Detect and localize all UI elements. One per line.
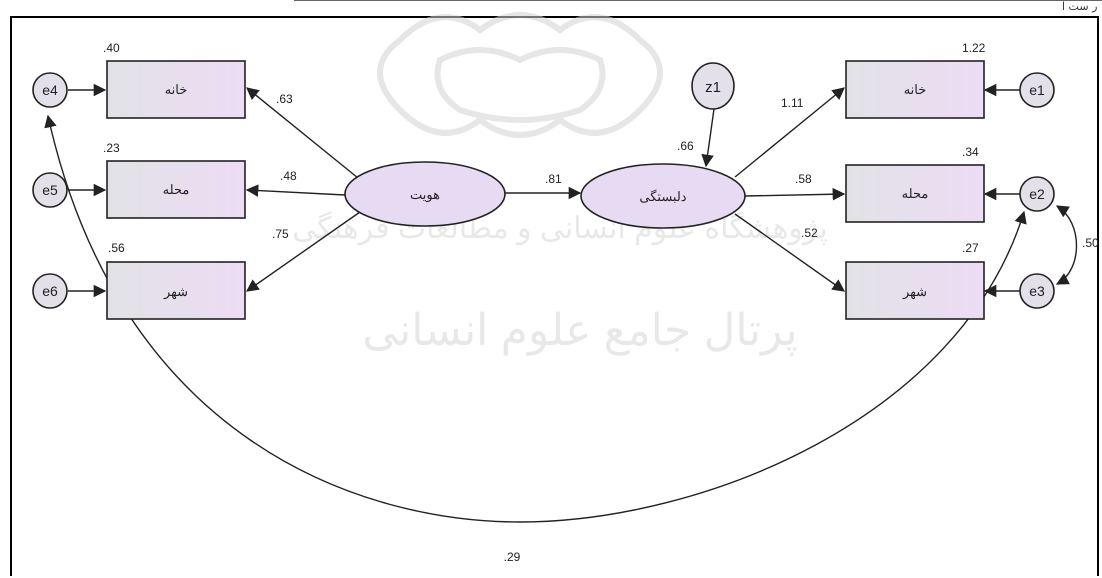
covariance-e2-e3-label: .50: [1082, 236, 1099, 250]
error-e6: e6: [32, 273, 68, 309]
disturbance-z1-label: z1: [705, 79, 721, 96]
path-z1-to-attachment: [701, 108, 715, 168]
r2-left-mahalle: .23: [103, 141, 120, 155]
error-e5-label: e5: [42, 182, 58, 198]
error-e4-label: e4: [42, 82, 58, 98]
r2-right-shahr: .27: [962, 241, 979, 255]
path-attachment-to-khane: [734, 87, 845, 178]
latent-identity-label: هویت: [410, 187, 440, 203]
indicator-left-mahalle: محله: [106, 160, 246, 219]
latent-attachment: دلبستگی: [580, 163, 746, 229]
error-e5: e5: [32, 172, 68, 208]
loading-left-shahr: .75: [272, 227, 289, 241]
watermark-emblem: [377, 12, 663, 138]
loading-right-mahalle: .58: [795, 172, 812, 186]
loading-right-shahr: .52: [801, 226, 818, 240]
error-e4: e4: [32, 72, 68, 108]
latent-identity: هویت: [344, 161, 506, 227]
loading-right-khane: 1.11: [781, 96, 804, 110]
indicator-right-khane: خانه: [845, 60, 985, 119]
path-attachment-to-mahalle: [744, 187, 846, 201]
indicator-right-mahalle-label: محله: [902, 186, 929, 201]
error-e6-label: e6: [42, 283, 58, 299]
indicator-left-khane-label: خانه: [165, 82, 188, 97]
path-identity-to-shahr: [245, 211, 361, 292]
error-e1-label: e1: [1029, 82, 1045, 98]
error-e3-label: e3: [1029, 283, 1045, 299]
latent-attachment-label: دلبستگی: [639, 189, 686, 204]
indicator-right-mahalle: محله: [845, 164, 985, 223]
r2-right-mahalle: .34: [962, 145, 979, 159]
r2-attachment: .66: [677, 139, 694, 153]
error-e1: e1: [1019, 72, 1055, 108]
r2-left-shahr: .56: [108, 241, 125, 255]
r2-right-khane: 1.22: [962, 41, 986, 55]
diagram-frame: [10, 16, 1099, 576]
loading-left-mahalle: .48: [280, 169, 297, 183]
indicator-right-shahr-label: شهر: [902, 284, 927, 300]
path-identity-to-khane: [246, 87, 359, 179]
path-identity-to-mahalle: [245, 184, 346, 197]
indicator-left-khane: خانه: [106, 60, 246, 119]
covariance-e4-e2: [44, 114, 1027, 523]
indicator-left-shahr-label: شهر: [163, 284, 188, 300]
error-e2-label: e2: [1029, 186, 1045, 202]
watermark-line2: پرتال جامع علوم انسانی: [362, 306, 797, 356]
corner-text: ر ست ا: [1062, 0, 1098, 13]
covariance-e4-e2-label: .29: [504, 550, 521, 564]
error-e2: e2: [1019, 176, 1055, 212]
disturbance-z1: z1: [691, 62, 735, 110]
r2-left-khane: .40: [103, 41, 120, 55]
loading-left-khane: .63: [276, 92, 293, 106]
indicator-left-mahalle-label: محله: [163, 182, 190, 197]
indicator-right-khane-label: خانه: [904, 82, 927, 97]
path-attachment-to-shahr: [734, 213, 846, 292]
indicator-right-shahr: شهر: [845, 261, 985, 320]
error-e3: e3: [1019, 273, 1055, 309]
header-rule: [294, 0, 1102, 15]
indicator-left-shahr: شهر: [106, 261, 246, 320]
structural-path-label: .81: [545, 172, 562, 186]
covariance-e2-e3: [1055, 205, 1078, 285]
